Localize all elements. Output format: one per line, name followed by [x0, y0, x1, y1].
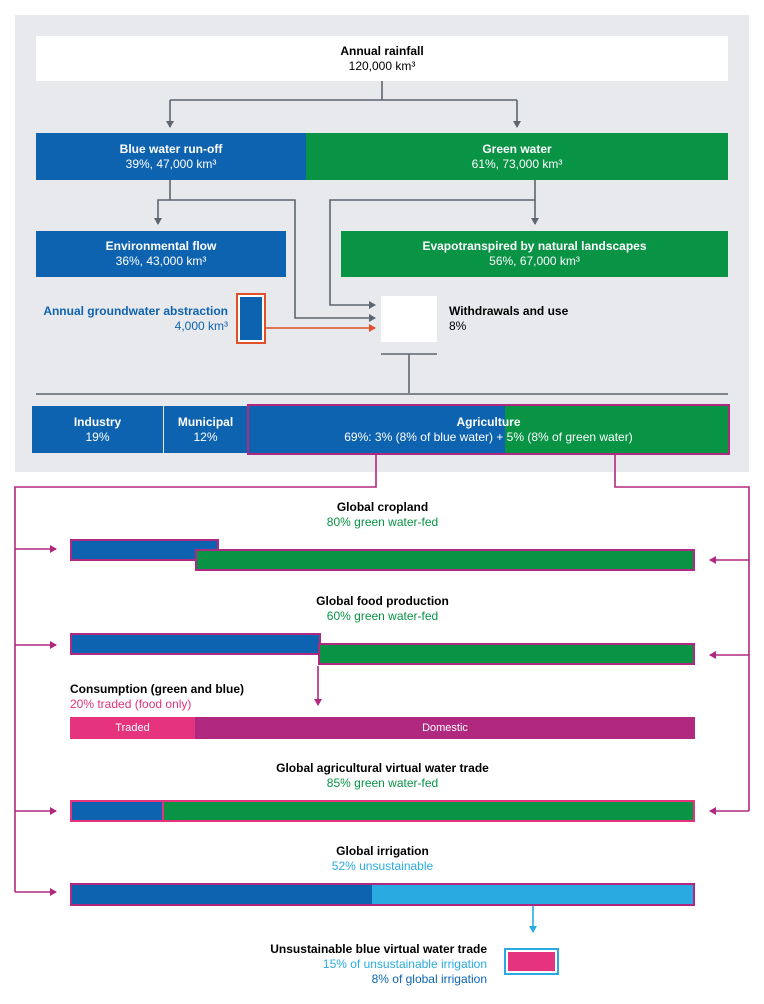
unsustainable-trade-line2: 8% of global irrigation — [371, 972, 487, 986]
agriculture-text: Agriculture 69%: 3% (8% of blue water) +… — [249, 406, 728, 453]
food-subtitle: 60% green water-fed — [326, 609, 439, 623]
trade-subtitle: 85% green water-fed — [326, 776, 439, 790]
industry-box: Industry 19% — [32, 406, 163, 453]
trade-title: Global agricultural virtual water trade — [276, 761, 489, 775]
food-label: Global food production 60% green water-f… — [70, 594, 695, 624]
withdrawals-box — [381, 296, 437, 342]
irrigation-unsustainable-segment — [372, 885, 693, 904]
irrigation-subtitle: 52% unsustainable — [331, 859, 434, 873]
agriculture-title: Agriculture — [456, 414, 521, 429]
withdrawals-title: Withdrawals and use — [449, 304, 569, 318]
municipal-box: Municipal 12% — [164, 406, 247, 453]
trade-label: Global agricultural virtual water trade … — [70, 761, 695, 791]
agriculture-blue-part — [249, 406, 505, 453]
irrigation-title: Global irrigation — [336, 844, 429, 858]
green-water-box: Green water 61%, 73,000 km³ — [306, 133, 728, 180]
agriculture-green-part — [505, 406, 728, 453]
trade-green-segment — [164, 802, 693, 820]
unsustainable-trade-fill — [508, 952, 555, 971]
cropland-label: Global cropland 80% green water-fed — [70, 500, 695, 530]
green-water-title: Green water — [482, 141, 552, 156]
unsustainable-trade-title: Unsustainable blue virtual water trade — [270, 942, 487, 956]
groundwater-label: Annual groundwater abstraction 4,000 km³ — [36, 304, 228, 334]
unsustainable-trade-label: Unsustainable blue virtual water trade 1… — [220, 942, 487, 987]
blue-water-title: Blue water run-off — [119, 141, 223, 156]
environmental-flow-box: Environmental flow 36%, 43,000 km³ — [36, 231, 286, 277]
evapo-value: 56%, 67,000 km³ — [489, 254, 580, 268]
industry-value: 19% — [85, 429, 110, 444]
agriculture-value: 69%: 3% (8% of blue water) + 5% (8% of g… — [344, 429, 633, 444]
groundwater-marker — [236, 293, 266, 344]
irrigation-sustainable-segment — [72, 885, 372, 904]
cropland-green-bar — [195, 549, 695, 571]
env-flow-value: 36%, 43,000 km³ — [115, 254, 207, 268]
food-green-bar — [318, 643, 695, 665]
evapo-title: Evapotranspired by natural landscapes — [422, 239, 647, 253]
consumption-subtitle: 20% traded (food only) — [70, 697, 192, 711]
cropland-title: Global cropland — [336, 500, 429, 514]
rainfall-value: 120,000 km³ — [348, 58, 416, 73]
irrigation-label: Global irrigation 52% unsustainable — [70, 844, 695, 874]
trade-bar — [70, 800, 695, 822]
agriculture-box: Agriculture 69%: 3% (8% of blue water) +… — [247, 404, 730, 455]
consumption-label: Consumption (green and blue) 20% traded … — [70, 682, 470, 712]
groundwater-title: Annual groundwater abstraction — [43, 304, 228, 318]
industry-title: Industry — [73, 414, 122, 429]
green-water-value: 61%, 73,000 km³ — [471, 156, 563, 171]
traded-bar: Traded — [70, 717, 195, 739]
trade-blue-segment — [72, 802, 164, 820]
blue-water-box: Blue water run-off 39%, 47,000 km³ — [36, 133, 306, 180]
groundwater-fill — [240, 297, 262, 340]
consumption-title: Consumption (green and blue) — [70, 682, 244, 696]
blue-water-value: 39%, 47,000 km³ — [125, 156, 217, 171]
food-blue-bar — [70, 633, 321, 655]
withdrawals-label: Withdrawals and use 8% — [449, 304, 649, 334]
rainfall-title: Annual rainfall — [340, 43, 424, 58]
cropland-subtitle: 80% green water-fed — [326, 515, 439, 529]
domestic-bar: Domestic — [195, 717, 695, 739]
env-flow-title: Environmental flow — [105, 239, 217, 253]
irrigation-bar — [70, 883, 695, 906]
rainfall-box: Annual rainfall 120,000 km³ — [36, 36, 728, 81]
food-title: Global food production — [316, 594, 449, 608]
evapotranspired-box: Evapotranspired by natural landscapes 56… — [341, 231, 728, 277]
municipal-value: 12% — [193, 429, 218, 444]
groundwater-value: 4,000 km³ — [174, 319, 228, 333]
unsustainable-trade-marker — [504, 948, 559, 975]
withdrawals-value: 8% — [449, 319, 467, 333]
unsustainable-trade-line1: 15% of unsustainable irrigation — [322, 957, 487, 971]
municipal-title: Municipal — [177, 414, 234, 429]
